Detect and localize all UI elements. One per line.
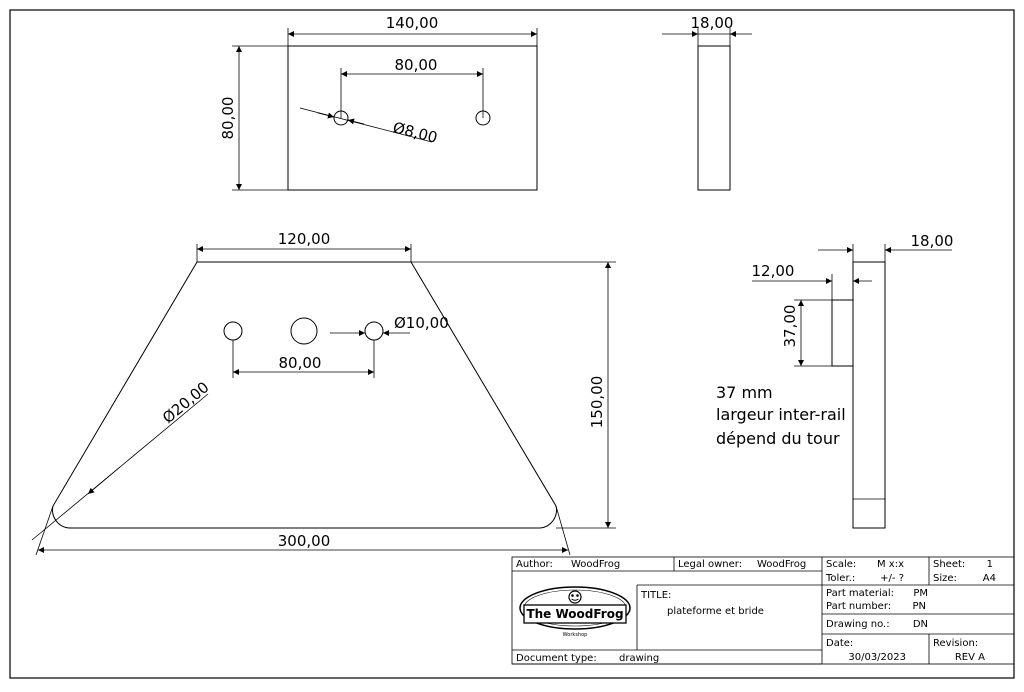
dim-top-width: 140,00 — [386, 14, 439, 32]
tb-legal-owner-value: WoodFrog — [757, 559, 806, 570]
dim-top-height: 80,00 — [219, 97, 237, 140]
drawing-note: 37 mm largeur inter-rail dépend du tour — [716, 383, 846, 448]
tb-size-value: A4 — [983, 573, 996, 584]
tb-part-number-value: PN — [912, 601, 926, 612]
dim-base-height: 150,00 — [588, 376, 606, 429]
side-view: 18,00 — [662, 14, 752, 191]
woodfrog-logo: The WoodFrog Workshop — [519, 586, 631, 638]
note-line-2: largeur inter-rail — [716, 405, 846, 424]
note-line-1: 37 mm — [716, 383, 773, 402]
tb-drawing-no-label: Drawing no.: — [826, 619, 890, 630]
tb-sheet-label: Sheet: — [933, 559, 965, 570]
tb-doc-type-value: drawing — [619, 653, 659, 664]
tb-legal-owner-label: Legal owner: — [678, 559, 742, 570]
tb-date-label: Date: — [826, 638, 853, 649]
top-plate-outline — [287, 45, 538, 191]
tb-revision-value: REV A — [955, 652, 985, 663]
top-view: 140,00 80,00 80,00 Ø8,00 — [219, 14, 538, 191]
sheet-border — [9, 9, 1015, 679]
tb-size-label: Size: — [933, 573, 957, 584]
logo-sub: Workshop — [563, 632, 588, 638]
dim-right-thickness: 18,00 — [911, 232, 954, 250]
dim-side-thickness: 18,00 — [691, 14, 734, 32]
dim-base-bottom-width: 300,00 — [278, 532, 331, 550]
dim-base-top-width: 120,00 — [278, 230, 331, 248]
tb-doc-type-label: Document type: — [516, 653, 597, 664]
tb-part-number-label: Part number: — [826, 601, 891, 612]
side-plate-outline — [697, 45, 731, 191]
note-line-3: dépend du tour — [716, 429, 840, 448]
dim-top-hole-dia: Ø8,00 — [391, 118, 439, 146]
frog-icon — [568, 590, 582, 604]
right-slot-outline — [831, 299, 854, 367]
base-view: 120,00 150,00 80,00 Ø10,00 Ø20,00 300,00 — [31, 230, 616, 556]
base-hole-right — [364, 321, 384, 341]
logo-name: The WoodFrog — [526, 607, 623, 621]
tb-drawing-no-value: DN — [913, 619, 928, 630]
tb-sheet-value: 1 — [987, 559, 993, 570]
tb-author-label: Author: — [516, 559, 553, 570]
right-view: 18,00 12,00 37,00 — [752, 232, 954, 529]
dim-base-corner-dia: Ø20,00 — [159, 378, 213, 427]
tb-toler-label: Toler.: — [825, 573, 855, 584]
tb-author-value: WoodFrog — [571, 559, 620, 570]
right-plate-outline — [852, 261, 886, 529]
tb-part-material-value: PM — [913, 588, 928, 599]
tb-title-value: plateforme et bride — [667, 606, 764, 617]
base-hole-center — [290, 317, 318, 345]
base-trapezoid-outline — [52, 261, 557, 529]
tb-scale-label: Scale: — [826, 559, 856, 570]
dim-base-hole-spacing: 80,00 — [279, 354, 322, 372]
tb-date-value: 30/03/2023 — [848, 652, 906, 663]
title-block: Author: WoodFrog Legal owner: WoodFrog S… — [511, 556, 1015, 665]
base-hole-left — [223, 321, 243, 341]
dim-base-hole-dia: Ø10,00 — [394, 314, 449, 332]
tb-revision-label: Revision: — [933, 638, 978, 649]
dim-right-offset: 12,00 — [752, 262, 795, 280]
dim-top-hole-spacing: 80,00 — [395, 56, 438, 74]
tb-toler-value: +/- ? — [880, 573, 904, 584]
tb-title-label: TITLE: — [640, 590, 671, 601]
tb-part-material-label: Part material: — [826, 588, 894, 599]
tb-scale-value: M x:x — [877, 559, 904, 570]
dim-right-slot: 37,00 — [781, 305, 799, 348]
